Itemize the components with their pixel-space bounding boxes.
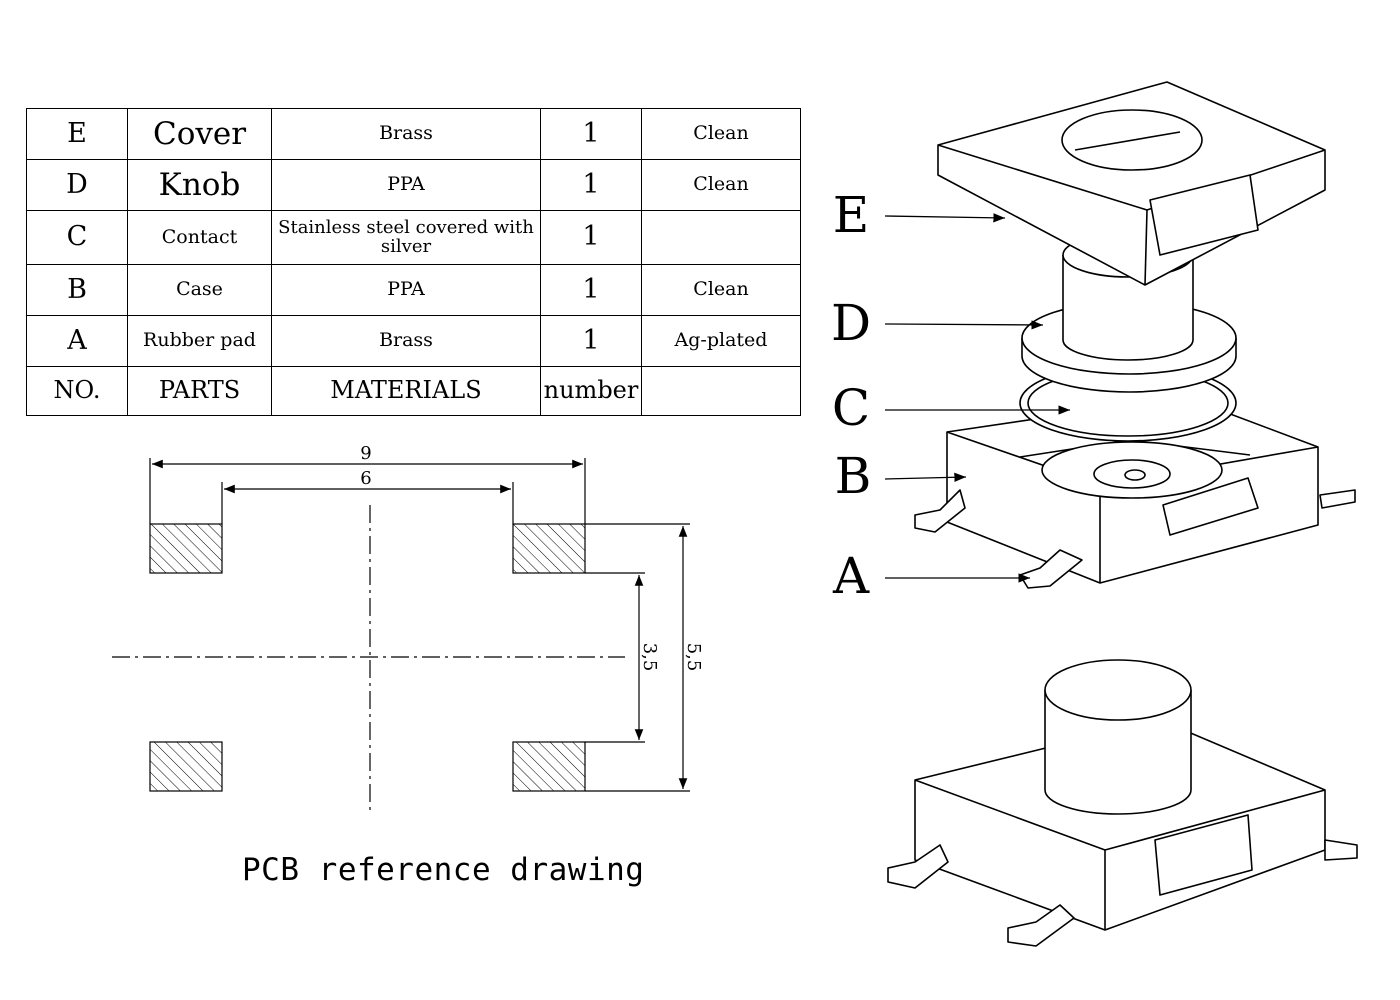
assembled-view <box>887 659 1358 947</box>
bom-header-no: NO. <box>26 366 128 416</box>
bom-part: Rubber pad <box>127 315 272 367</box>
bom-no: E <box>26 108 128 160</box>
case-part <box>914 396 1356 589</box>
callout-arrow-d <box>884 320 1044 330</box>
pad-bottom-left <box>149 741 223 792</box>
bom-material: PPA <box>271 159 541 211</box>
bom-header-materials: MATERIALS <box>271 366 541 416</box>
callout-label-a: A <box>832 547 870 605</box>
bom-header-finish <box>641 366 801 416</box>
bom-header-parts: PARTS <box>127 366 272 416</box>
callout-arrows <box>884 213 1070 583</box>
exploded-view <box>914 81 1356 589</box>
bom-row-c: C Contact Stainless steel covered with s… <box>26 210 801 265</box>
bom-part: Case <box>127 264 272 316</box>
bom-material: PPA <box>271 264 541 316</box>
bom-header-row: NO. PARTS MATERIALS number <box>26 366 801 416</box>
bom-number: 1 <box>540 264 642 316</box>
bom-material: Brass <box>271 315 541 367</box>
pad-bottom-right <box>512 741 586 792</box>
cover-part <box>937 81 1326 286</box>
callout-label-d: D <box>831 294 871 352</box>
bom-finish <box>641 210 801 265</box>
bom-finish: Ag-plated <box>641 315 801 367</box>
bom-part: Contact <box>127 210 272 265</box>
dim-inner-width-label: 6 <box>360 468 371 489</box>
callout-arrow-b <box>884 472 967 482</box>
bill-of-materials-table: E Cover Brass 1 Clean D Knob PPA 1 Clean… <box>26 108 801 416</box>
bom-no: C <box>26 210 128 265</box>
bom-finish: Clean <box>641 159 801 211</box>
pcb-footprint <box>112 458 690 810</box>
pad-top-right <box>512 523 586 574</box>
bom-finish: Clean <box>641 264 801 316</box>
bom-header-number: number <box>540 366 642 416</box>
dim-outer-height-label: 5,5 <box>683 643 704 672</box>
callout-label-b: B <box>835 447 872 505</box>
pad-top-left <box>149 523 223 574</box>
dim-inner-height-label: 3,5 <box>639 643 660 672</box>
bom-no: D <box>26 159 128 211</box>
bom-material: Stainless steel covered with silver <box>271 210 541 265</box>
bom-row-b: B Case PPA 1 Clean <box>26 264 801 316</box>
dim-outer-width-label: 9 <box>360 443 371 464</box>
bom-number: 1 <box>540 210 642 265</box>
callout-label-e: E <box>833 186 870 244</box>
pcb-reference-title: PCB reference drawing <box>242 852 645 888</box>
bom-row-d: D Knob PPA 1 Clean <box>26 159 801 211</box>
bom-part: Cover <box>127 108 272 160</box>
bom-no: B <box>26 264 128 316</box>
callout-arrow-e <box>884 213 1006 223</box>
callout-label-c: C <box>832 379 870 437</box>
bom-number: 1 <box>540 315 642 367</box>
bom-number: 1 <box>540 159 642 211</box>
bom-row-e: E Cover Brass 1 Clean <box>26 108 801 160</box>
bom-row-a: A Rubber pad Brass 1 Ag-plated <box>26 315 801 367</box>
